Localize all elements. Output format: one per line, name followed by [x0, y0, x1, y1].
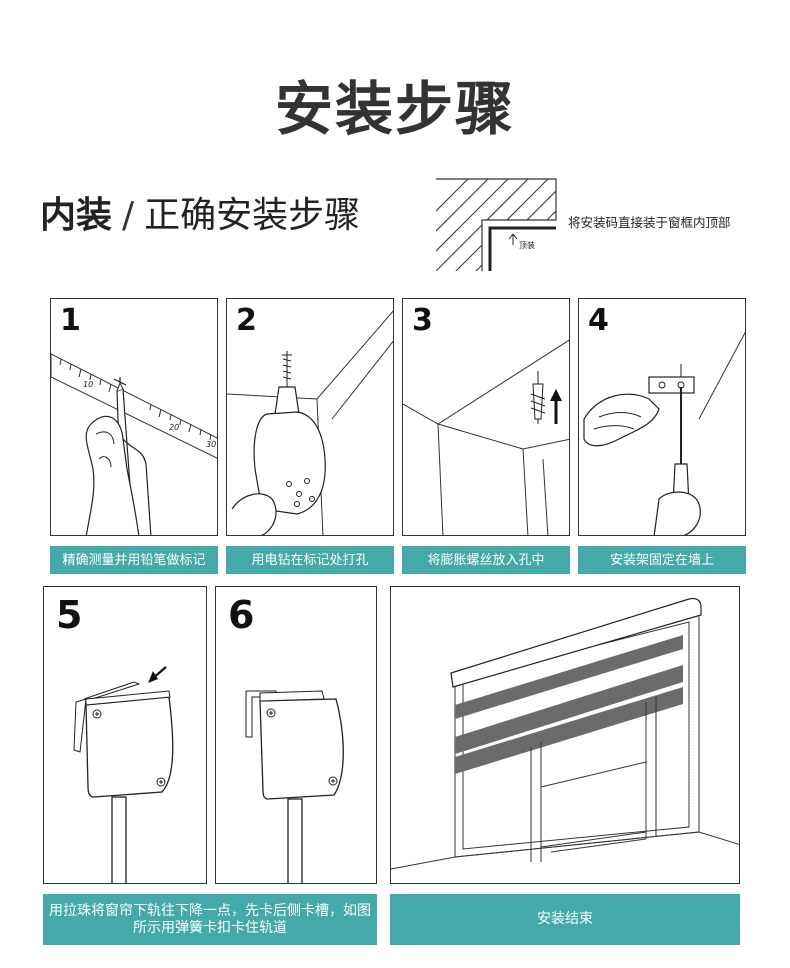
- step-number: 3: [412, 303, 433, 338]
- step-panel-4: 4: [578, 298, 746, 536]
- step-panel-5: 5: [43, 586, 207, 884]
- ruler-mark: 10: [83, 380, 93, 389]
- step-caption-4: 安装架固定在墙上: [578, 546, 746, 574]
- step-caption-3: 将膨胀螺丝放入孔中: [402, 546, 570, 574]
- final-caption: 安装结束: [390, 894, 740, 945]
- step-panel-3: 3: [402, 298, 570, 536]
- step-caption-2: 用电钻在标记处打孔: [226, 546, 394, 574]
- step-caption-5: 用拉珠将窗帘下轨往下降一点，先卡后侧卡槽，如图所示用弹簧卡扣卡住轨道: [43, 894, 377, 945]
- section-heading: 内装/正确安装步骤: [40, 186, 360, 238]
- hand-pencil-icon: 10 20 30: [51, 353, 217, 535]
- heading-slash: /: [122, 195, 135, 236]
- bracket-locked-icon: [245, 690, 344, 883]
- step-caption-1: 精确测量并用铅笔做标记: [50, 546, 218, 574]
- mount-note: 将安装码直接装于窗框内顶部: [568, 215, 731, 230]
- step-panel-2: 2: [226, 298, 394, 536]
- ruler-mark: 20: [169, 423, 179, 432]
- ruler-mark: 30: [206, 440, 216, 449]
- step-number: 1: [60, 303, 81, 338]
- step-panel-1: 10 20 30 1: [50, 298, 218, 536]
- step-number: 6: [228, 593, 255, 637]
- step-number: 4: [588, 303, 609, 338]
- step-number: 5: [56, 593, 83, 637]
- heading-bold: 内装: [40, 195, 113, 236]
- mount-diagram-icon: [436, 178, 557, 271]
- step-panel-6: 6: [215, 586, 377, 884]
- step-number: 2: [236, 303, 257, 338]
- drill-icon: [227, 310, 393, 535]
- bracket-icon: [648, 376, 695, 394]
- page-title: 安装步骤: [274, 75, 515, 143]
- bracket-clip-icon: [73, 666, 174, 883]
- final-panel: [390, 586, 740, 884]
- heading-rest: 正确安装步骤: [144, 195, 361, 236]
- blind-installed-icon: [391, 597, 739, 870]
- mount-label: 顶装: [519, 241, 535, 250]
- anchor-screw-icon: [403, 339, 569, 535]
- screwdriver-icon: [583, 331, 745, 535]
